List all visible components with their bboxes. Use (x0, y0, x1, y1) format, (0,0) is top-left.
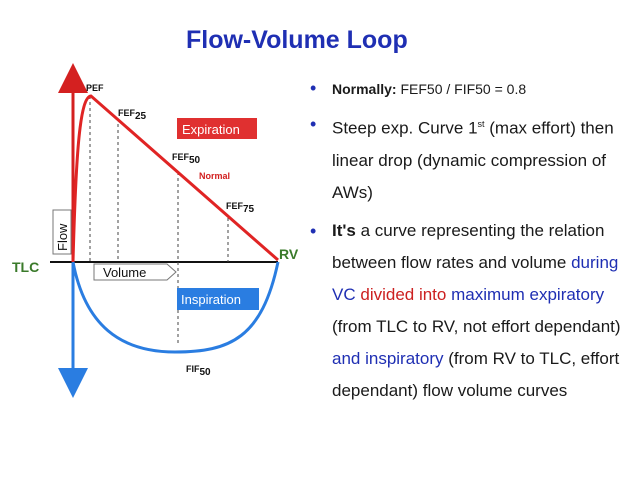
bullet-dot: • (310, 220, 317, 241)
inspiration-curve (71, 261, 280, 354)
tlc-label: TLC (12, 259, 39, 275)
flow-label-box: Flow (52, 209, 72, 255)
fef50-label: FEF50 (172, 152, 201, 166)
rv-label: RV (279, 246, 299, 262)
svg-text:Inspiration: Inspiration (181, 292, 241, 307)
bullet-list: • Normally: FEF50 / FIF50 = 0.8 • Steep … (308, 78, 634, 407)
bullet-definition: • It's a curve representing the relation… (308, 215, 634, 407)
bullet-dot: • (310, 114, 317, 134)
bullet-normally: • Normally: FEF50 / FIF50 = 0.8 (310, 78, 527, 98)
bullet-steep-curve: • Steep exp. Curve 1st (max effort) then… (308, 108, 634, 209)
svg-text:Expiration: Expiration (182, 122, 240, 137)
volume-arrow-box: Volume (93, 263, 177, 281)
bullet-dot: • (310, 78, 317, 98)
fef25-label: FEF25 (118, 108, 147, 122)
normal-label: Normal (199, 171, 230, 181)
fif50-label: FIF50 (186, 364, 211, 378)
inspiration-box: Inspiration (177, 288, 259, 310)
pef-label: PEF (86, 83, 104, 93)
fef75-label: FEF75 (226, 201, 255, 215)
svg-text:Flow: Flow (55, 223, 70, 251)
flow-volume-diagram: PEF FEF25 FEF50 Normal FEF75 FIF50 Expir… (12, 63, 299, 398)
svg-text:Volume: Volume (103, 265, 146, 280)
expiration-curve (71, 94, 279, 263)
expiration-box: Expiration (177, 118, 257, 139)
slide-title: Flow-Volume Loop (186, 26, 408, 54)
